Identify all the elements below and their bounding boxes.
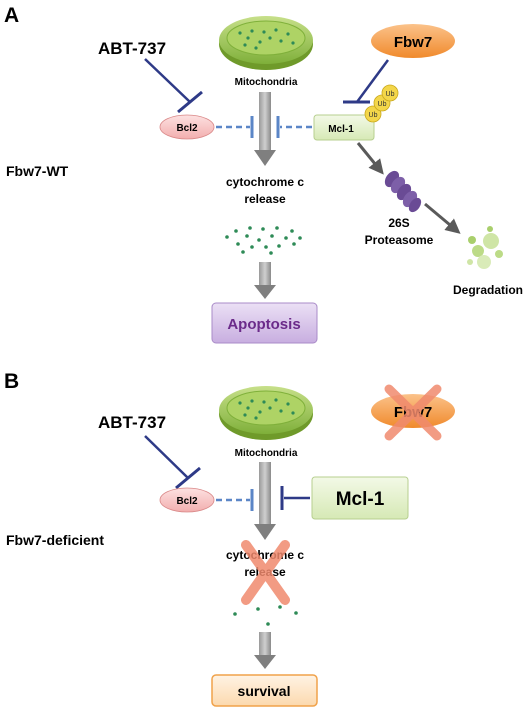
proteasome-to-degradation-arrow [424,202,461,234]
apoptosis-label: Apoptosis [227,316,300,333]
ubiquitin-chain-a: Ub Ub Ub [364,84,399,123]
proteasome-icon [384,170,422,213]
ub-label-2: Ub [378,101,387,108]
bcl2-label-b: Bcl2 [176,496,198,507]
mcl1-to-proteasome-arrow [356,142,384,175]
ub-label-1: Ub [369,112,378,119]
abt737-inhibit-line-b [144,435,201,490]
panel-b: B Fbw7-deficient ABT-737 Mitochondria Fb… [4,370,455,707]
degradation-label: Degradation [453,283,523,297]
mcl1-inhibit-line-b [280,486,310,510]
fbw7-label-a: Fbw7 [394,34,432,51]
mcl1-node-b [311,476,409,520]
release-label-a-line1: cytochrome c [226,175,304,189]
abt737-label-a: ABT-737 [98,39,166,58]
bcl2-label-a: Bcl2 [176,123,198,134]
release-arrow-a [254,92,276,166]
release-label-b-line1: cytochrome c [226,548,304,562]
cytochrome-dots-b [233,605,298,626]
bcl2-dashed-inhibit-b [216,489,254,511]
fbw7-cross-icon [384,384,442,441]
degradation-fragments [467,226,503,269]
mitochondria-icon-a [219,16,313,70]
proteasome-label-line1: 26S [388,216,409,230]
cytochrome-dots-a [225,226,302,255]
apoptosis-box [211,302,318,344]
panel-a: A Fbw7-WT ABT-737 Mitochondria Fbw7 [4,4,523,344]
panel-b-condition: Fbw7-deficient [6,532,104,548]
survival-arrow-b [254,632,276,669]
mitochondria-label-b: Mitochondria [235,448,298,459]
mcl1-dashed-inhibit-a [276,116,312,138]
release-arrow-b [254,462,276,540]
panel-a-condition: Fbw7-WT [6,163,69,179]
mitochondria-label-a: Mitochondria [235,77,298,88]
panel-a-letter: A [4,4,19,27]
mitochondria-icon-b [219,386,313,440]
release-label-a-line2: release [244,192,286,206]
bcl2-node-b [159,487,215,513]
mcl1-node-a [313,114,375,141]
mitochondria-dots-a [238,28,295,50]
release-cross-icon [241,540,290,605]
mcl1-label-a: Mcl-1 [328,124,354,135]
fbw7-node-a [371,24,455,58]
mitochondria-dots-b [238,398,295,420]
survival-label: survival [238,683,291,699]
fbw7-inhibit-line-a [343,59,390,104]
survival-box [211,674,318,707]
abt737-inhibit-line-a [144,58,203,114]
proteasome-label-line2: Proteasome [365,233,434,247]
bcl2-dashed-inhibit-a [216,116,254,138]
apoptosis-arrow-a [254,262,276,299]
mcl1-label-b: Mcl-1 [336,489,385,510]
bcl2-node-a [159,114,215,140]
ub-label-3: Ub [386,91,395,98]
abt737-label-b: ABT-737 [98,413,166,432]
panel-b-letter: B [4,370,19,393]
